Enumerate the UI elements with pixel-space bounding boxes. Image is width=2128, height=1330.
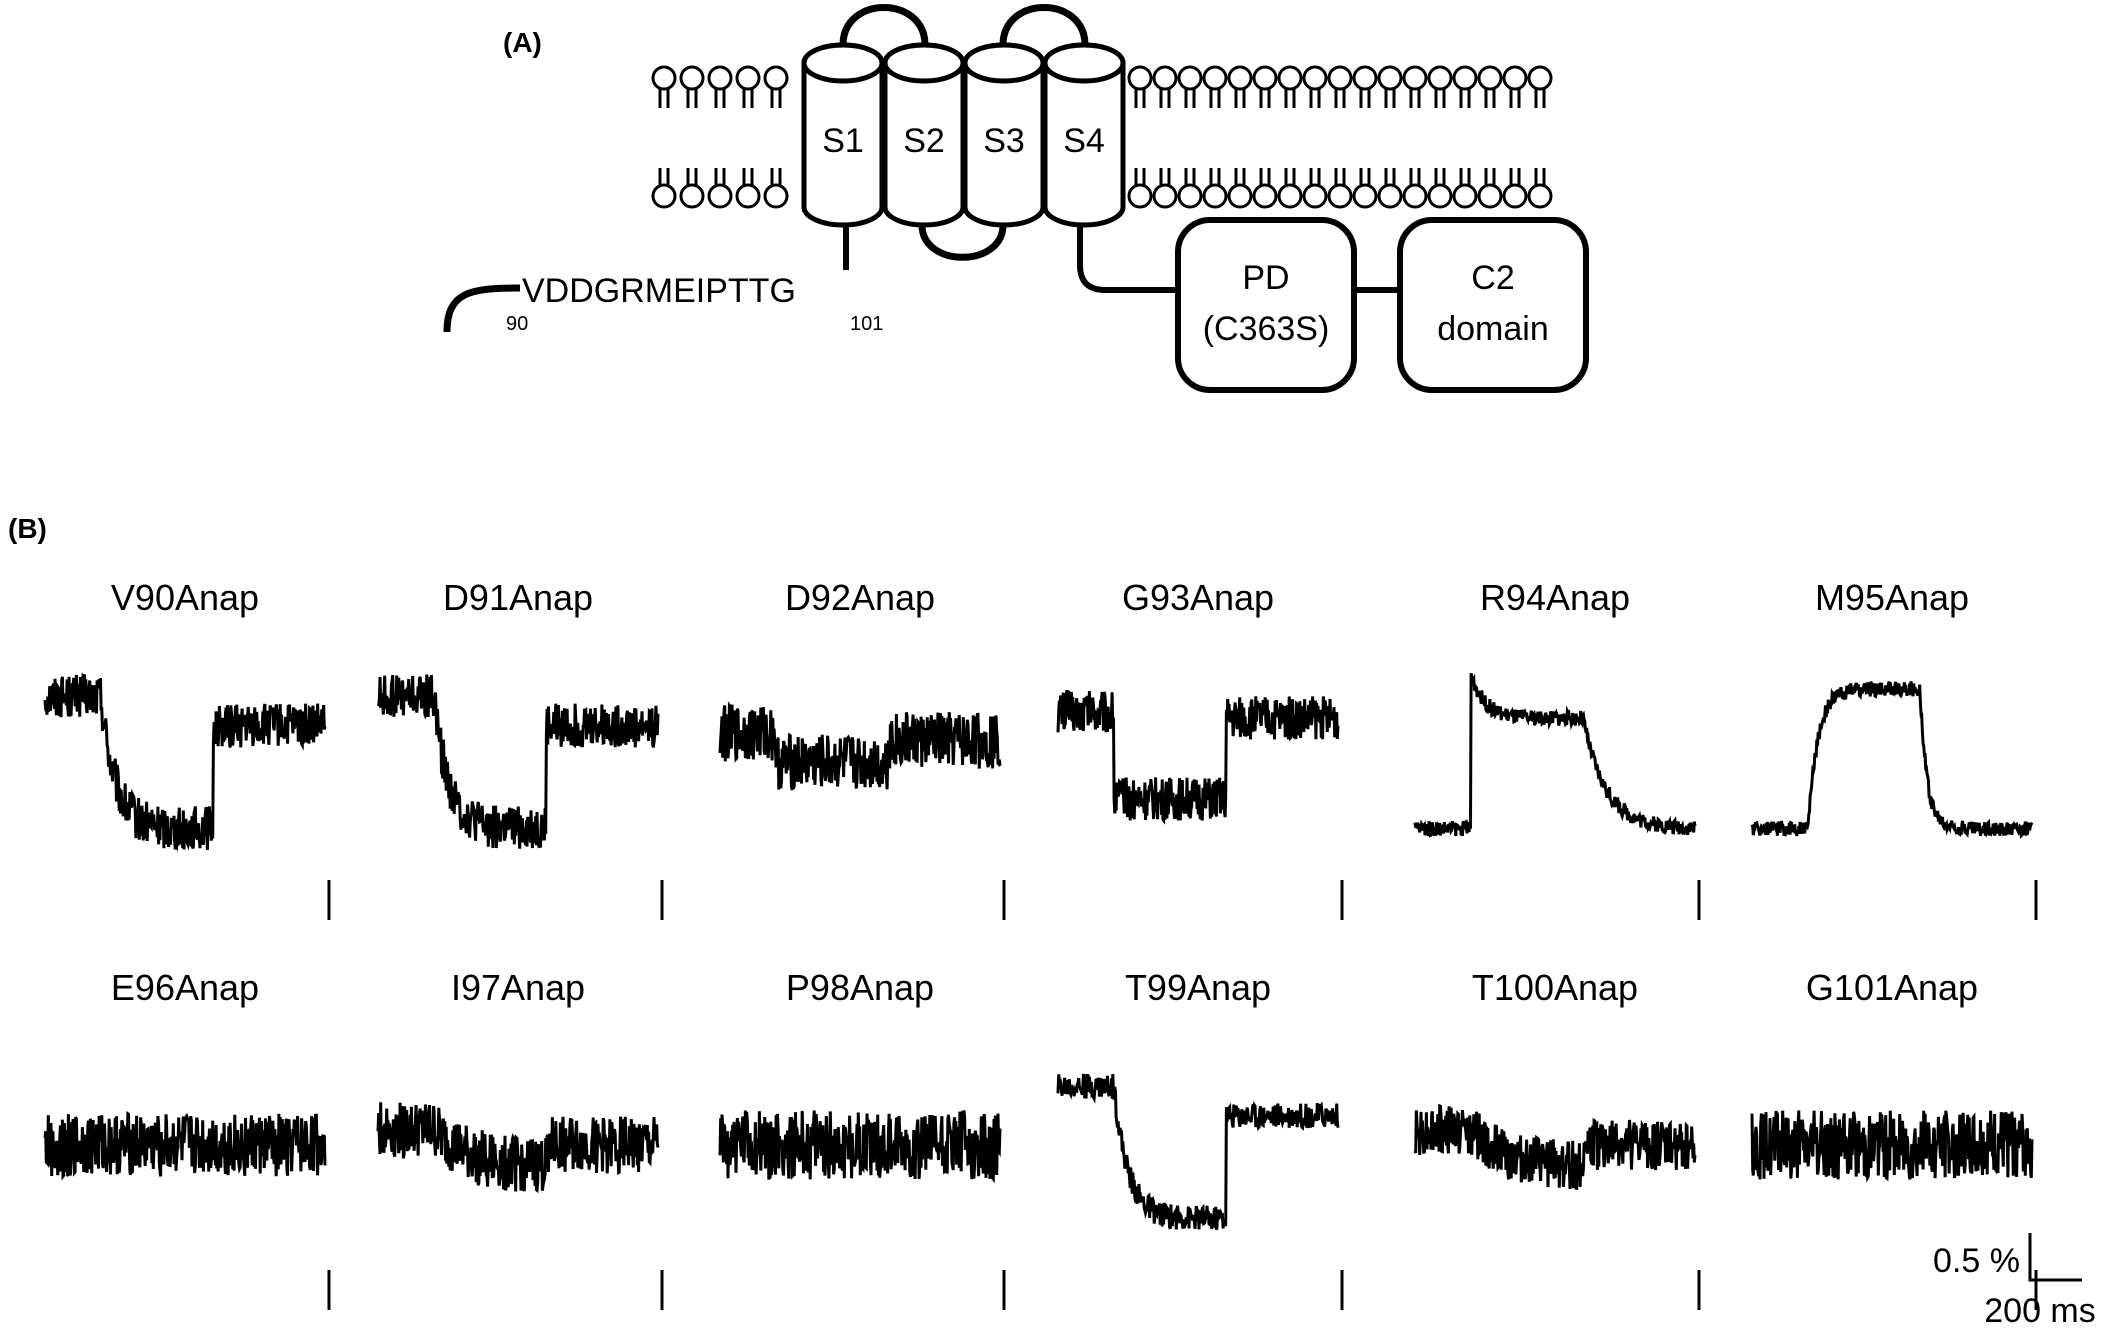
trace-title: R94Anap <box>1480 577 1630 618</box>
traces-row-1: V90Anap D91Anap D92Anap G93Anap R94Anap M95An… <box>43 577 2038 920</box>
trace-line <box>1413 673 1697 838</box>
trace-panel: D92Anap <box>718 577 1006 920</box>
helix-s1: S1 <box>801 42 885 228</box>
traces-row-2: E96Anap I97Anap P98Anap T99Anap T100Anap G101… <box>43 967 2038 1310</box>
scale-bar: 0.5 % 200 ms <box>1933 1233 2096 1330</box>
phosphatase-domain: PD (C363S) <box>1175 217 1357 393</box>
n-terminal-tail <box>443 284 521 333</box>
sequence-start-number: 90 <box>506 313 528 335</box>
extracellular-loops <box>839 4 1089 261</box>
sequence-text: VDDGRMEIPTTG <box>522 272 796 310</box>
trace-line <box>718 701 1002 791</box>
segment-label-s2: S2 <box>903 122 945 160</box>
c2-domain: C2 domain <box>1397 217 1589 393</box>
trace-title: I97Anap <box>451 967 585 1008</box>
trace-panel: T100Anap <box>1413 967 1701 1310</box>
segment-label-s4: S4 <box>1063 122 1105 160</box>
trace-title: G101Anap <box>1806 967 1978 1008</box>
panel-a-label: (A) <box>503 27 542 58</box>
segment-label-s1: S1 <box>822 122 864 160</box>
trace-panel: D91Anap <box>376 577 664 920</box>
trace-title: T99Anap <box>1125 967 1271 1008</box>
trace-line <box>718 1110 1002 1184</box>
panel-b-label: (B) <box>8 513 47 544</box>
sequence-end-number: 101 <box>850 313 883 335</box>
pd-label: PD <box>1242 259 1289 297</box>
trace-panel: M95Anap <box>1750 577 2038 920</box>
trace-title: P98Anap <box>786 967 934 1008</box>
trace-panel: I97Anap <box>376 967 664 1310</box>
trace-title: T100Anap <box>1472 967 1638 1008</box>
trace-title: M95Anap <box>1815 577 1969 618</box>
trace-line <box>376 674 660 850</box>
trace-panel: R94Anap <box>1413 577 1701 920</box>
helix-s4: S4 <box>1042 42 1126 228</box>
scale-bar-y-label: 0.5 % <box>1933 1242 2020 1280</box>
scale-bar-lines <box>2028 1233 2082 1282</box>
trace-line <box>1413 1103 1697 1191</box>
trace-title: V90Anap <box>111 577 259 618</box>
trace-title: D91Anap <box>443 577 593 618</box>
trace-title: D92Anap <box>785 577 935 618</box>
pd-mutation-label: (C363S) <box>1203 310 1330 348</box>
trace-line <box>43 1111 327 1181</box>
trace-line <box>1750 681 2034 840</box>
trace-panel: T99Anap <box>1056 967 1344 1310</box>
trace-panel: G101Anap <box>1750 967 2038 1310</box>
trace-line <box>376 1102 660 1194</box>
trace-title: G93Anap <box>1122 577 1274 618</box>
helix-s2: S2 <box>882 42 966 228</box>
trace-line <box>1056 689 1340 825</box>
scale-bar-x-label: 200 ms <box>1984 1292 2096 1330</box>
trace-panel: V90Anap <box>43 577 331 920</box>
s4-pd-linker <box>1077 225 1178 293</box>
c2-domain-label: domain <box>1437 310 1549 348</box>
c2-label: C2 <box>1471 259 1514 297</box>
trace-line <box>1056 1073 1340 1231</box>
segment-label-s3: S3 <box>983 122 1025 160</box>
trace-line <box>1750 1110 2034 1183</box>
trace-title: E96Anap <box>111 967 259 1008</box>
membrane <box>651 65 1553 209</box>
trace-panel: P98Anap <box>718 967 1006 1310</box>
trace-line <box>43 672 327 852</box>
helix-s3: S3 <box>962 42 1046 228</box>
trace-panel: G93Anap <box>1056 577 1344 920</box>
trace-panel: E96Anap <box>43 967 331 1310</box>
